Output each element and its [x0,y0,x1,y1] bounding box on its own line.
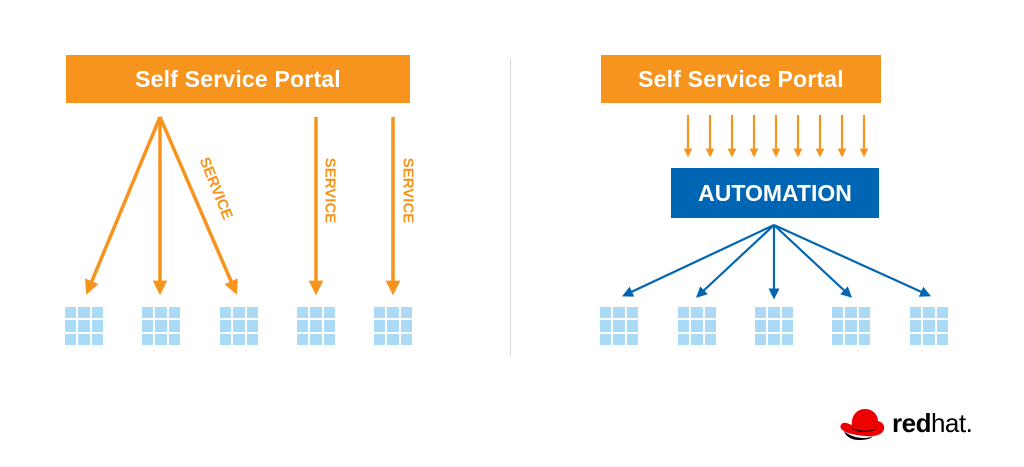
automation-label: AUTOMATION [698,179,852,206]
redhat-wordmark: redhat. [892,407,973,439]
shadowman-hat-icon [840,409,885,440]
redhat-word-red: red [892,407,931,438]
service-label-2: SERVICE [321,157,339,224]
blue-arrow-4 [773,224,853,298]
right-portal-bar: Self Service Portal [601,55,881,103]
right-server-3 [755,307,793,345]
left-arrow-1 [85,116,162,295]
panel-divider [510,58,511,356]
right-server-4 [832,307,870,345]
redhat-word-hat: hat. [930,407,973,438]
left-portal-bar: Self Service Portal [66,55,410,103]
left-portal-label: Self Service Portal [135,65,341,92]
blue-arrow-1 [622,224,775,297]
redhat-logo: redhat. [838,405,973,441]
left-server-2 [142,307,180,345]
service-label-3: SERVICE [399,157,417,224]
left-server-1 [65,307,103,345]
left-server-5 [374,307,412,345]
blue-arrow-2 [695,224,775,298]
left-server-3 [220,307,258,345]
right-server-2 [678,307,716,345]
blue-arrow-5 [773,223,932,297]
right-portal-label: Self Service Portal [638,65,844,92]
right-server-5 [910,307,948,345]
left-server-4 [297,307,335,345]
automation-box: AUTOMATION [671,168,879,218]
left-arrow-3 [158,116,238,295]
right-server-1 [600,307,638,345]
